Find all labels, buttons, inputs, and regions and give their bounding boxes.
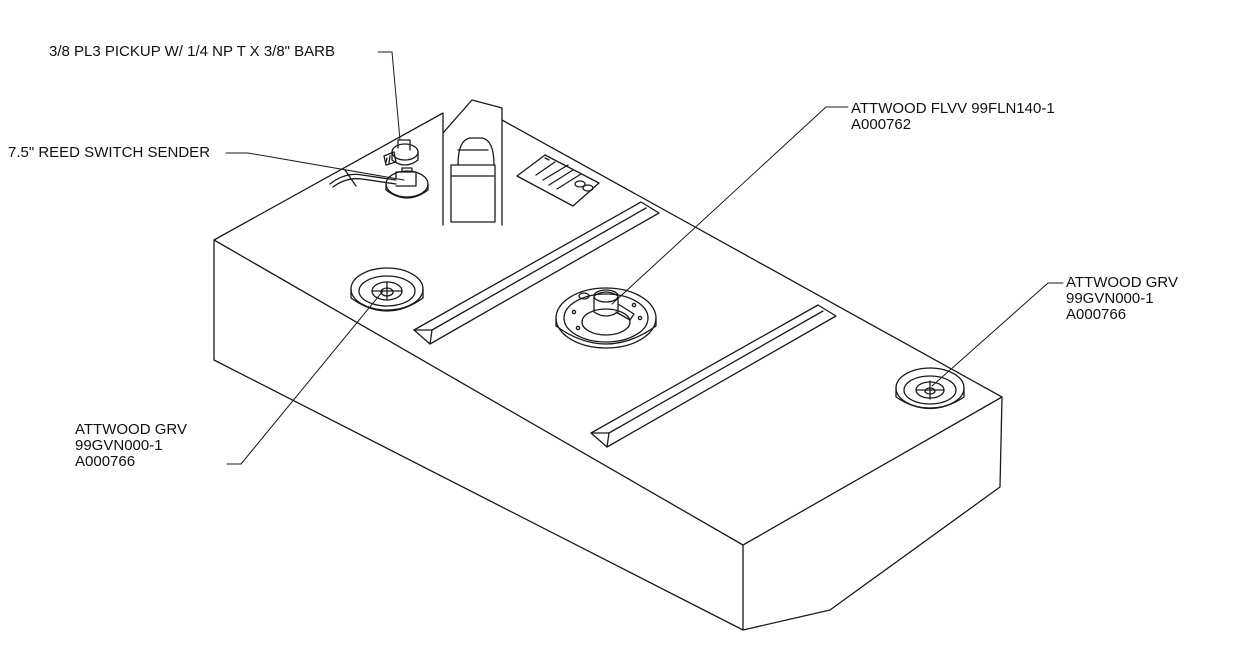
reed-switch-sender (329, 167, 429, 199)
callout-flvv-line2: A000762 (851, 116, 912, 133)
callout-sender-line1: 7.5" REED SWITCH SENDER (8, 144, 211, 161)
leader-sender (225, 152, 405, 181)
callout-grv-left-line1: ATTWOOD GRV (75, 421, 187, 438)
tank-body (213, 99, 1003, 631)
pickup-fitting (383, 139, 419, 166)
callout-grv-left: ATTWOOD GRV 99GVN000-1 A000766 (75, 422, 187, 470)
grv-right (895, 367, 965, 410)
leader-grv-right (931, 282, 1064, 387)
callout-grv-right-line1: ATTWOOD GRV (1066, 274, 1178, 291)
rib-right (590, 304, 837, 448)
leader-grv-left (226, 290, 384, 465)
callout-sender: 7.5" REED SWITCH SENDER (8, 145, 210, 161)
grv-left (350, 267, 424, 312)
callout-grv-right-line2: 99GVN000-1 (1066, 290, 1154, 307)
leader-lines (225, 51, 1064, 465)
data-plate (516, 154, 600, 207)
leader-pickup (377, 51, 401, 141)
leader-flvv (611, 106, 849, 305)
callout-pickup-line1: 3/8 PL3 PICKUP W/ 1/4 NP T X 3/8" BARB (49, 43, 336, 60)
callout-grv-left-line2: 99GVN000-1 (75, 437, 163, 454)
callout-flvv-line1: ATTWOOD FLVV 99FLN140-1 (851, 100, 1055, 117)
callout-flvv: ATTWOOD FLVV 99FLN140-1 A000762 (851, 101, 1055, 133)
flvv-valve (555, 287, 657, 349)
fill-housing (450, 137, 496, 223)
callout-grv-left-line3: A000766 (75, 453, 136, 470)
callout-pickup: 3/8 PL3 PICKUP W/ 1/4 NP T X 3/8" BARB (49, 44, 335, 60)
rib-left (413, 201, 660, 345)
callout-grv-right-line3: A000766 (1066, 306, 1127, 323)
callout-grv-right: ATTWOOD GRV 99GVN000-1 A000766 (1066, 275, 1178, 323)
